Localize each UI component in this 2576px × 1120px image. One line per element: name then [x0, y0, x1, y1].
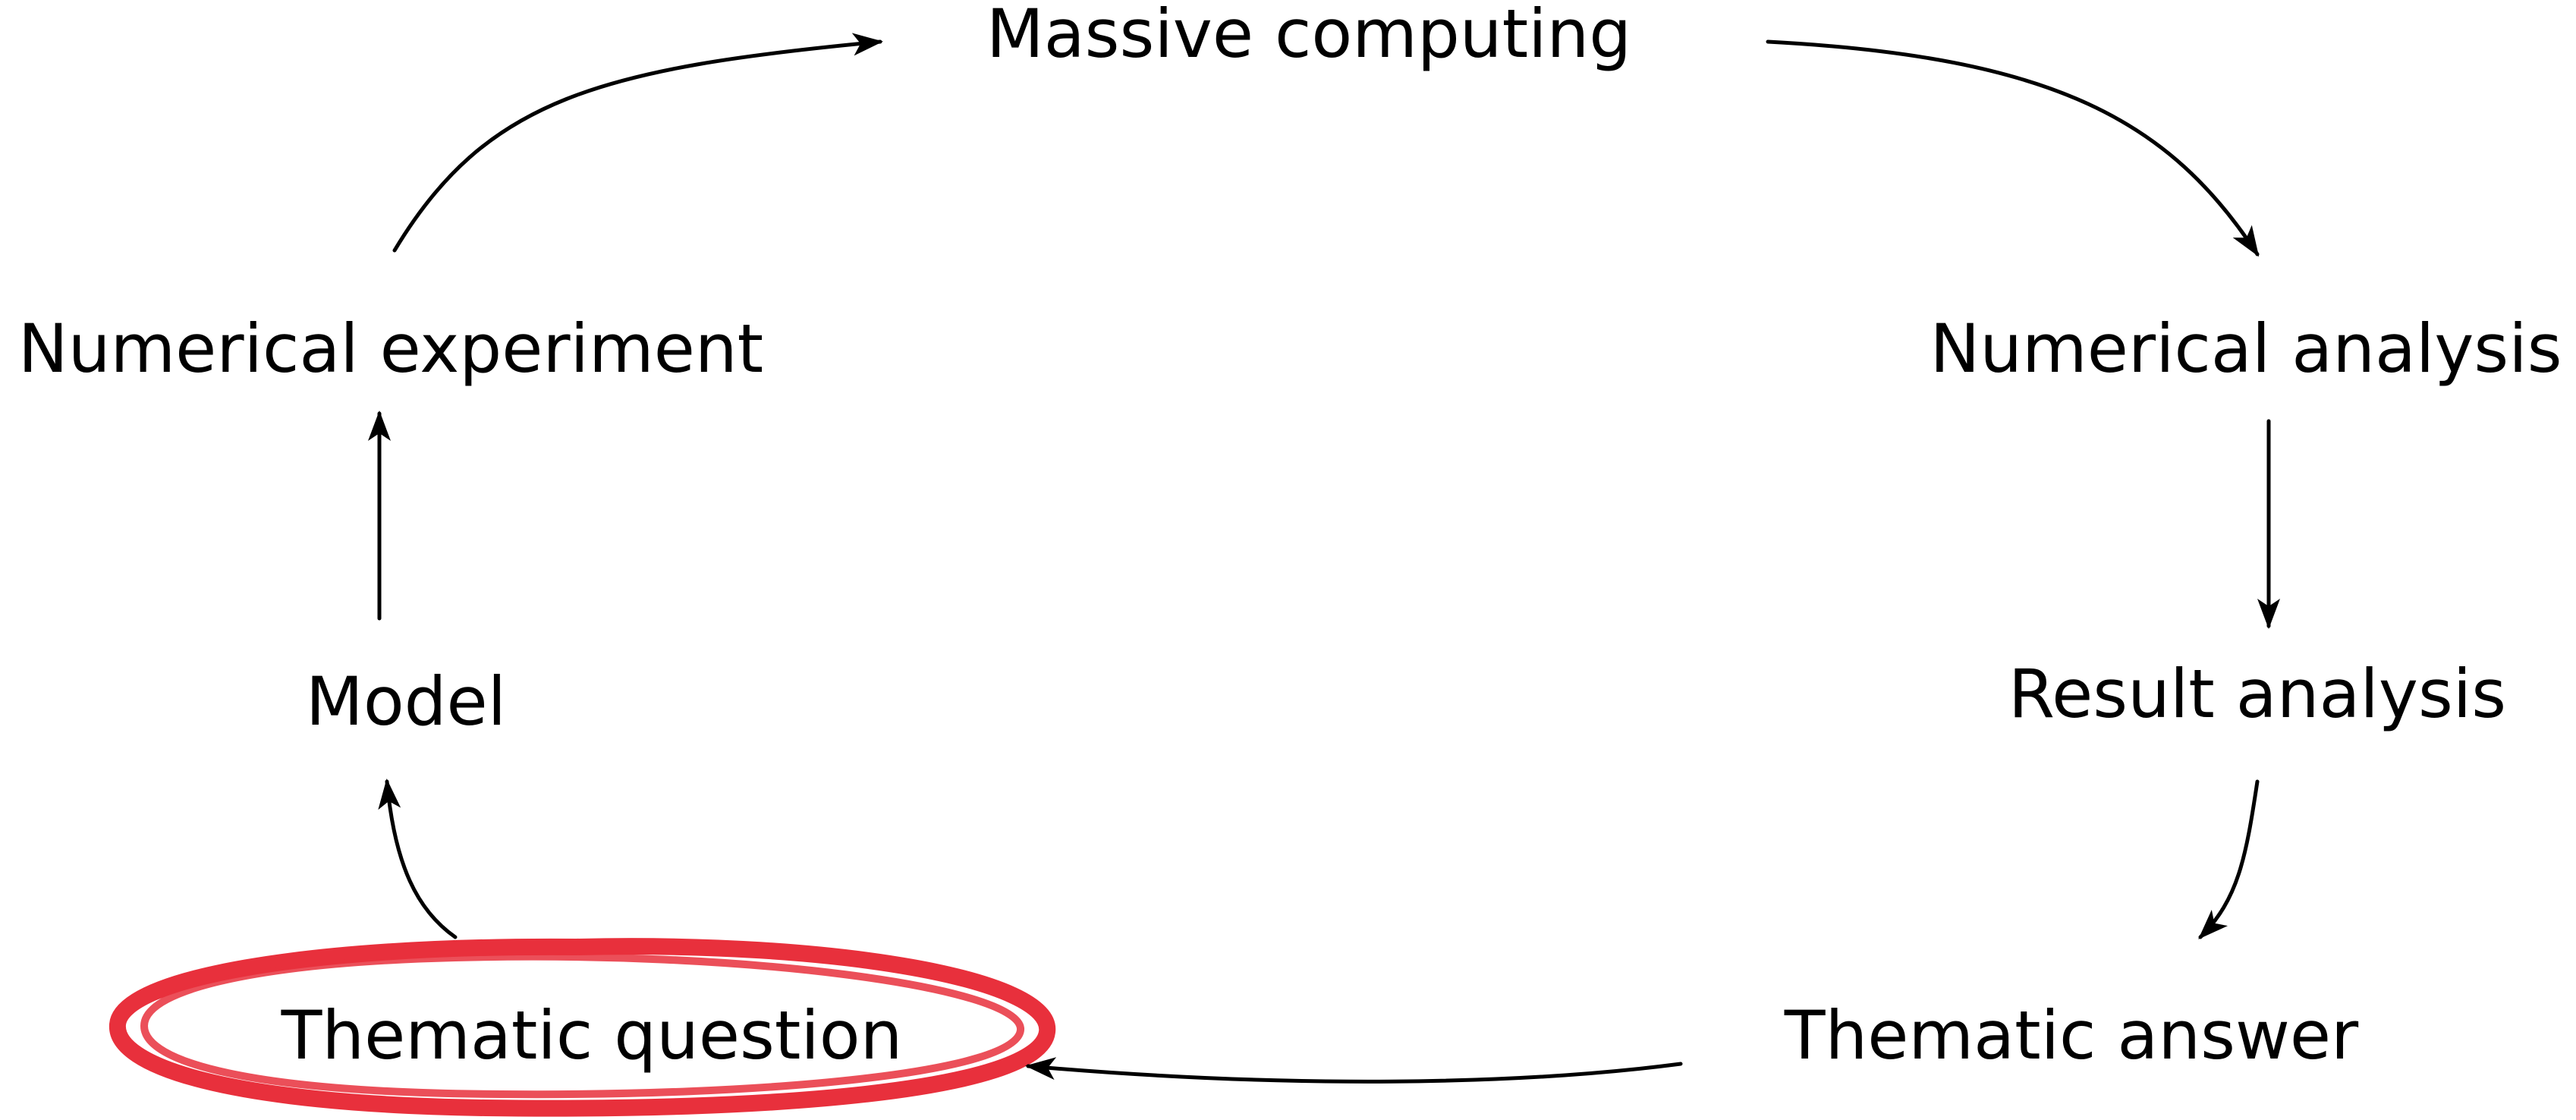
arrow-answer-to-question: [1025, 1057, 1683, 1084]
arrow-result-to-answer: [2198, 779, 2260, 939]
node-thematic-answer: Thematic answer: [1784, 996, 2359, 1074]
node-result-analysis: Result analysis: [2008, 655, 2506, 733]
highlight-stroke-main: [109, 938, 1056, 1117]
node-numerical-analysis: Numerical analysis: [1930, 310, 2562, 388]
arrow-experiment-to-computing: [392, 33, 883, 253]
highlight-stroke-inner: [140, 952, 1024, 1099]
node-thematic-question: Thematic question: [281, 996, 903, 1074]
arrow-computing-to-analysis: [1766, 39, 2260, 257]
node-model: Model: [306, 662, 506, 741]
node-numerical-experiment: Numerical experiment: [18, 310, 763, 388]
arrow-question-to-model: [378, 779, 458, 939]
node-massive-computing: Massive computing: [986, 0, 1631, 73]
highlight-ellipse: [109, 938, 1056, 1117]
